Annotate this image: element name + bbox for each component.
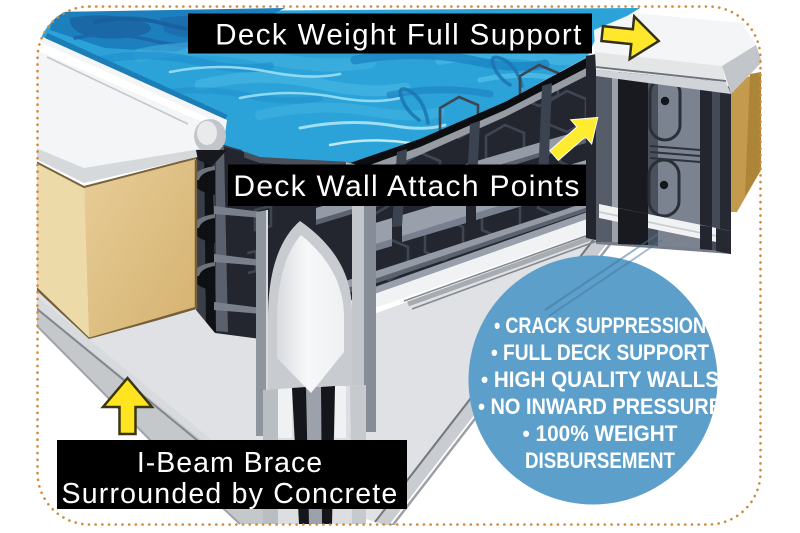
svg-text:• HIGH QUALITY WALLS: • HIGH QUALITY WALLS	[481, 367, 719, 392]
svg-text:I-Beam Brace: I-Beam Brace	[137, 447, 323, 479]
svg-text:• 100% WEIGHT: • 100% WEIGHT	[523, 421, 679, 446]
svg-text:• FULL DECK SUPPORT: • FULL DECK SUPPORT	[491, 340, 709, 365]
svg-text:• NO INWARD PRESSURE: • NO INWARD PRESSURE	[478, 394, 722, 419]
svg-text:Surrounded by Concrete: Surrounded by Concrete	[62, 478, 399, 510]
svg-text:• CRACK SUPPRESSION: • CRACK SUPPRESSION	[494, 313, 706, 338]
svg-text:Deck Weight Full Support: Deck Weight Full Support	[215, 19, 583, 52]
svg-text:DISBURSEMENT: DISBURSEMENT	[525, 448, 675, 473]
svg-text:Deck Wall Attach Points: Deck Wall Attach Points	[233, 170, 580, 203]
